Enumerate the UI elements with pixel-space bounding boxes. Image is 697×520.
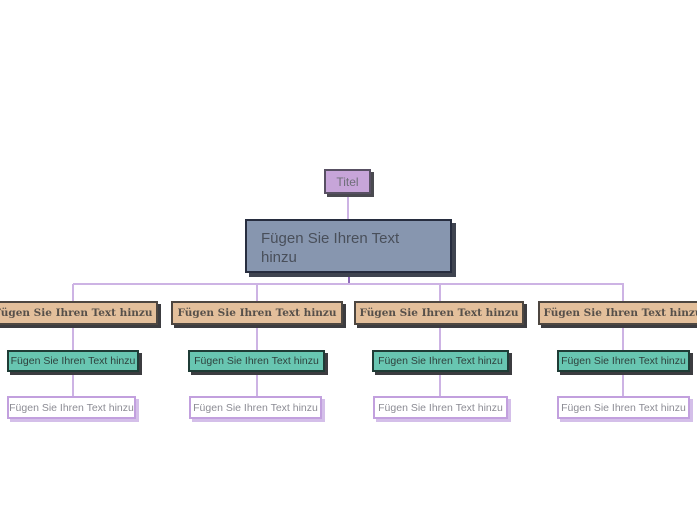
- connector-branch-2: [256, 284, 258, 397]
- connector-branch-1: [72, 284, 74, 397]
- branch2-level2-node[interactable]: Fügen Sie Ihren Text hinzu: [188, 350, 325, 372]
- branch1-level3-node[interactable]: Fügen Sie Ihren Text hinzu: [7, 396, 136, 419]
- branch4-level3-node[interactable]: Fügen Sie Ihren Text hinzu: [557, 396, 690, 419]
- branch2-level1-node[interactable]: Fügen Sie Ihren Text hinzu: [171, 301, 343, 325]
- branch1-level2-node[interactable]: Fügen Sie Ihren Text hinzu: [7, 350, 139, 372]
- branch4-level2-node[interactable]: Fügen Sie Ihren Text hinzu: [557, 350, 690, 372]
- branch2-level3-node[interactable]: Fügen Sie Ihren Text hinzu: [189, 396, 322, 419]
- branch3-level1-node[interactable]: Fügen Sie Ihren Text hinzu: [354, 301, 524, 325]
- branch3-level3-node[interactable]: Fügen Sie Ihren Text hinzu: [373, 396, 508, 419]
- branch1-level1-node[interactable]: Fügen Sie Ihren Text hinzu: [0, 301, 158, 325]
- main-topic-node[interactable]: Fügen Sie Ihren Text hinzu: [245, 219, 452, 273]
- root-title-node[interactable]: Titel: [324, 169, 371, 194]
- connector-root-to-main: [347, 194, 349, 219]
- branch3-level2-node[interactable]: Fügen Sie Ihren Text hinzu: [372, 350, 509, 372]
- connector-horizontal-bus: [73, 283, 624, 285]
- connector-branch-4: [622, 284, 624, 397]
- connector-main-drop: [348, 271, 350, 284]
- connector-branch-3: [439, 284, 441, 397]
- branch4-level1-node[interactable]: Fügen Sie Ihren Text hinzu: [538, 301, 697, 325]
